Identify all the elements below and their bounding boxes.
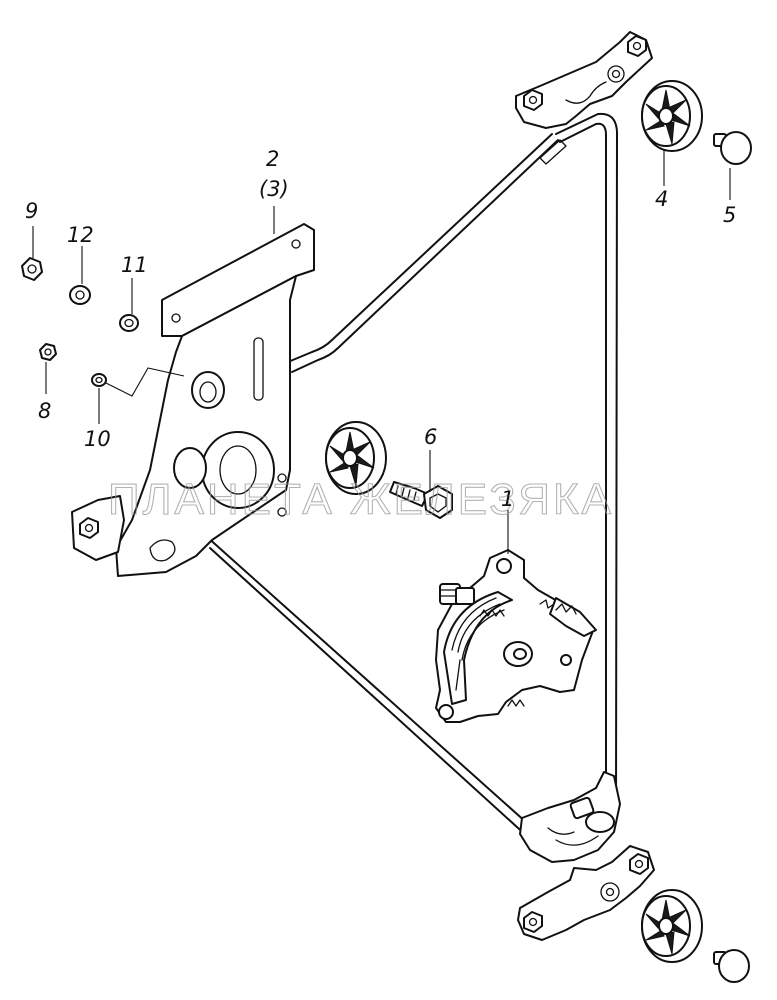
callout-5: 5 [723,203,736,227]
callout-4: 4 [655,187,668,211]
washer-12 [69,285,91,305]
callout-8: 8 [38,399,51,423]
regulator-mechanism [435,549,597,723]
callout-3: (3) [259,177,289,201]
bottom-mounting-bracket [517,845,655,941]
callout-9: 9 [25,199,38,223]
lower-carriage [519,771,621,863]
callout-11: 11 [121,253,148,277]
callout-12: 12 [67,223,94,247]
nut-9 [21,257,43,281]
roller-top [641,80,703,152]
top-mounting-bracket [515,31,653,129]
washer-10 [91,373,107,387]
washer-11 [119,314,139,332]
callout-1: 1 [501,487,514,511]
nut-8 [39,343,57,361]
guide-rail-frame [205,112,618,849]
roller-bottom [641,889,703,963]
leader-lines [32,150,731,554]
watermark: ПЛАНЕТА ЖЕЛЕЗЯКА [108,475,614,524]
bolt [389,481,453,519]
callout-2: 2 [266,147,279,171]
callout-labels: 1 2 (3) 4 5 6 8 9 10 11 12 [25,147,736,511]
pin-top [713,131,752,165]
callout-10: 10 [84,427,111,451]
callout-6: 6 [424,425,437,449]
roller-middle [325,421,387,495]
mounting-panel [71,223,315,577]
pin-bottom [713,949,750,983]
